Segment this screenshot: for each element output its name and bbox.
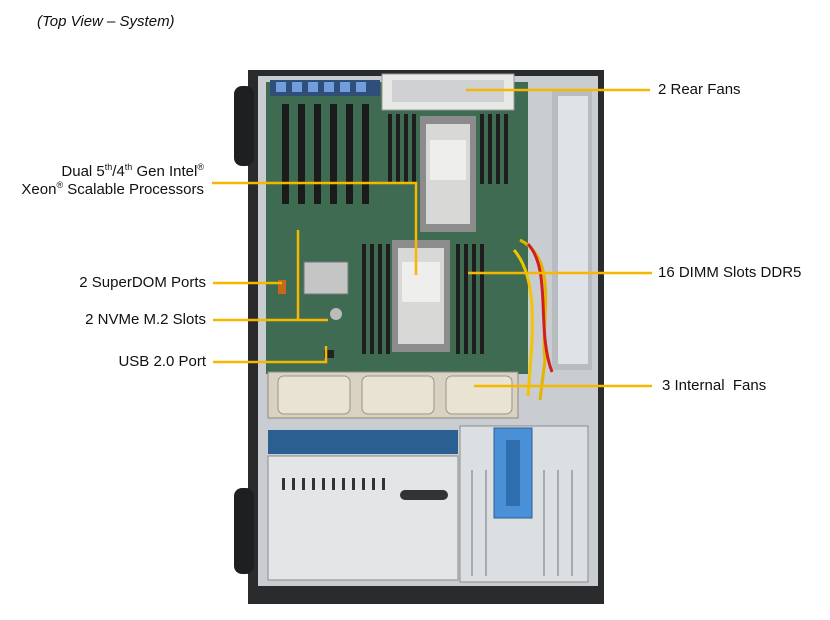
usb-header <box>324 350 334 358</box>
drive-cage <box>267 455 459 581</box>
callout-nvme: 2 NVMe M.2 Slots <box>85 311 206 328</box>
internal-fan-1 <box>277 375 351 415</box>
callout-line-processors <box>212 181 418 275</box>
cpu-heatsink-2 <box>392 240 450 352</box>
callout-processors: Dual 5th/4th Gen Intel® Xeon® Scalable P… <box>10 163 204 199</box>
figure-caption: (Top View – System) <box>37 13 175 30</box>
callout-internal-fans: 3 Internal Fans <box>662 377 767 394</box>
chipset-heatsink <box>303 261 349 295</box>
callout-lines <box>212 88 652 388</box>
callout-processors-line1: Dual 5th/4th Gen Intel® <box>61 162 204 181</box>
foot-top-left <box>234 86 254 166</box>
power-cables <box>512 238 554 401</box>
drive-bay-strip <box>268 430 458 454</box>
callout-dimm-slots: 16 DIMM Slots DDR5 <box>658 264 802 281</box>
foot-bottom-left <box>234 488 254 574</box>
callout-line-usb <box>213 346 328 364</box>
pcie-slots <box>282 104 369 204</box>
callout-rear-fans: 2 Rear Fans <box>658 81 741 98</box>
drive-cage-vents <box>282 478 448 500</box>
callout-processors-line2: Xeon® Scalable Processors <box>21 180 204 199</box>
cpu-heatsink-1 <box>420 116 476 232</box>
dimm-banks <box>362 114 508 354</box>
internal-fan-3 <box>445 375 513 415</box>
rear-io-ports <box>270 80 380 96</box>
callout-usb: USB 2.0 Port <box>118 353 206 370</box>
callout-superdom: 2 SuperDOM Ports <box>79 274 206 291</box>
m2-standoff <box>330 308 342 320</box>
superdom-connector <box>278 280 286 294</box>
internal-fan-2 <box>361 375 435 415</box>
